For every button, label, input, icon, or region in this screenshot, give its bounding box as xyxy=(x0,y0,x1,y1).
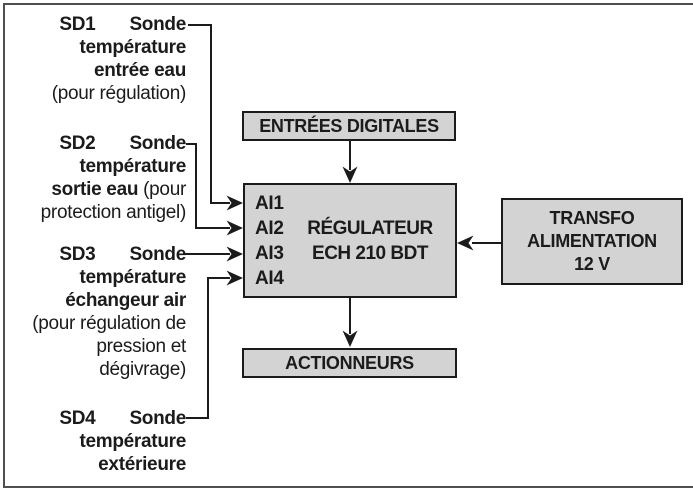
regulator-input-ai4: AI4 xyxy=(255,268,284,289)
regulator-title-line1: RÉGULATEUR xyxy=(307,218,433,239)
regulator-input-list: AI1 AI2 AI3 AI4 xyxy=(255,191,284,291)
connector-sd1-to-ai1 xyxy=(188,24,230,204)
sensor-sd2-note: protection antigel) xyxy=(40,202,187,223)
sensor-sd2-line2: température xyxy=(79,156,186,177)
transformer-line2: ALIMENTATION xyxy=(527,231,657,251)
sensor-sd1-line1: SD1 Sonde xyxy=(8,13,186,36)
arrowhead-right-ai4-icon xyxy=(226,270,243,286)
arrowhead-right-ai1-icon xyxy=(226,195,243,211)
arrowhead-left-transformer-icon xyxy=(457,235,474,251)
digital-inputs-label: ENTRÉES DIGITALES xyxy=(259,115,439,136)
sensor-sd3-note2: pression et xyxy=(96,336,186,357)
sensor-sd1-line3: entrée eau xyxy=(93,60,186,81)
sensor-sd3-line1: SD3 Sonde xyxy=(8,243,186,266)
sensor-sd2-name: Sonde xyxy=(129,133,186,154)
sensor-label-sd4: SD4 Sonde température extérieure xyxy=(8,407,186,476)
transformer-line1: TRANSFO xyxy=(549,208,635,228)
regulator-input-ai2: AI2 xyxy=(255,218,284,239)
sensor-sd2-line3: sortie eau (pour xyxy=(8,178,186,201)
sensor-sd4-id: SD4 xyxy=(59,408,96,429)
box-transformer: TRANSFO ALIMENTATION 12 V xyxy=(501,198,683,285)
box-digital-inputs: ENTRÉES DIGITALES xyxy=(242,111,456,141)
regulator-input-ai3: AI3 xyxy=(255,243,284,264)
connector-sd4-to-ai4 xyxy=(186,277,230,419)
sensor-sd2-id: SD2 xyxy=(59,133,96,154)
transformer-label: TRANSFO ALIMENTATION 12 V xyxy=(503,200,681,283)
arrowhead-down-digital-inputs-icon xyxy=(342,166,358,183)
sensor-sd1-name: Sonde xyxy=(129,14,186,35)
sensor-sd3-note1: (pour régulation de xyxy=(32,313,186,334)
sensor-sd1-note: (pour régulation) xyxy=(51,83,187,104)
box-actuators: ACTIONNEURS xyxy=(242,348,457,378)
sensor-sd3-name: Sonde xyxy=(129,244,186,265)
connector-sd2-to-ai2 xyxy=(186,143,230,229)
actuators-label: ACTIONNEURS xyxy=(285,352,414,373)
sensor-sd3-line3: échangeur air xyxy=(65,290,186,311)
regulator-title-line2: ECH 210 BDT xyxy=(312,243,428,264)
sensor-sd4-line3: extérieure xyxy=(98,454,186,475)
transformer-line3: 12 V xyxy=(574,254,610,274)
sensor-label-sd2: SD2 Sonde température sortie eau (pour pr… xyxy=(8,132,187,224)
sensor-sd4-name: Sonde xyxy=(129,408,186,429)
sensor-label-sd1: SD1 Sonde température entrée eau (pour ré… xyxy=(8,13,187,105)
arrowhead-down-actuators-icon xyxy=(342,330,358,347)
regulator-input-ai1: AI1 xyxy=(255,193,284,214)
sensor-sd4-line1: SD4 Sonde xyxy=(8,407,186,430)
arrowhead-right-ai2-icon xyxy=(226,220,243,236)
arrowhead-right-ai3-icon xyxy=(226,246,243,262)
sensor-sd1-id: SD1 xyxy=(59,14,96,35)
sensor-label-sd3: SD3 Sonde température échangeur air (pour… xyxy=(8,243,186,381)
sensor-sd1-line2: température xyxy=(79,37,186,58)
sensor-sd3-id: SD3 xyxy=(59,244,96,265)
regulator-title: RÉGULATEUR ECH 210 BDT xyxy=(285,216,455,266)
sensor-sd2-line3-rest: (pour xyxy=(138,179,186,200)
sensor-sd2-line1: SD2 Sonde xyxy=(8,132,186,155)
sensor-sd4-line2: température xyxy=(79,431,186,452)
sensor-sd2-line3-bold: sortie eau xyxy=(51,179,139,200)
sensor-sd3-note3: dégivrage) xyxy=(99,359,186,380)
box-regulator: AI1 AI2 AI3 AI4 RÉGULATEUR ECH 210 BDT xyxy=(243,183,457,298)
sensor-sd3-line2: température xyxy=(79,267,186,288)
